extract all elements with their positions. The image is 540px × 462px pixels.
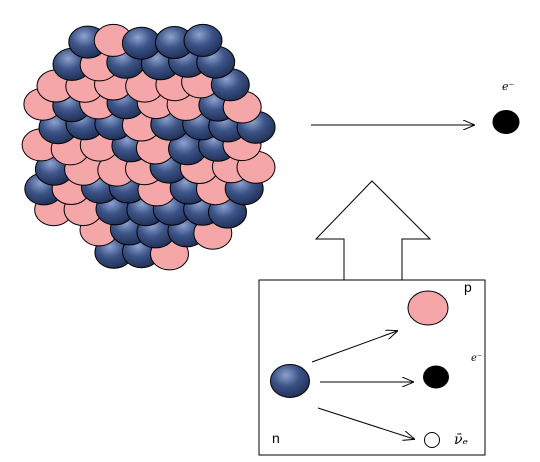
- nucleus-neutron: [121, 26, 161, 60]
- proton: [407, 290, 449, 326]
- antineutrino: [424, 432, 440, 448]
- nucleus: [21, 23, 276, 271]
- electron: [423, 365, 449, 389]
- nucleus-neutron: [183, 23, 223, 57]
- neutron: [270, 364, 310, 398]
- emitted-electron-label: e⁻: [502, 80, 515, 93]
- electron-label: e⁻: [471, 353, 482, 364]
- antineutrino-label: ν̄ₑ: [454, 432, 468, 448]
- neutron-label: n: [272, 430, 280, 446]
- arrow-to-proton: [311, 331, 397, 363]
- proton-label: p: [464, 279, 472, 295]
- emitted-electron: [492, 110, 520, 134]
- process-arrow: [314, 180, 432, 281]
- arrow-to-antineutrino: [317, 407, 414, 439]
